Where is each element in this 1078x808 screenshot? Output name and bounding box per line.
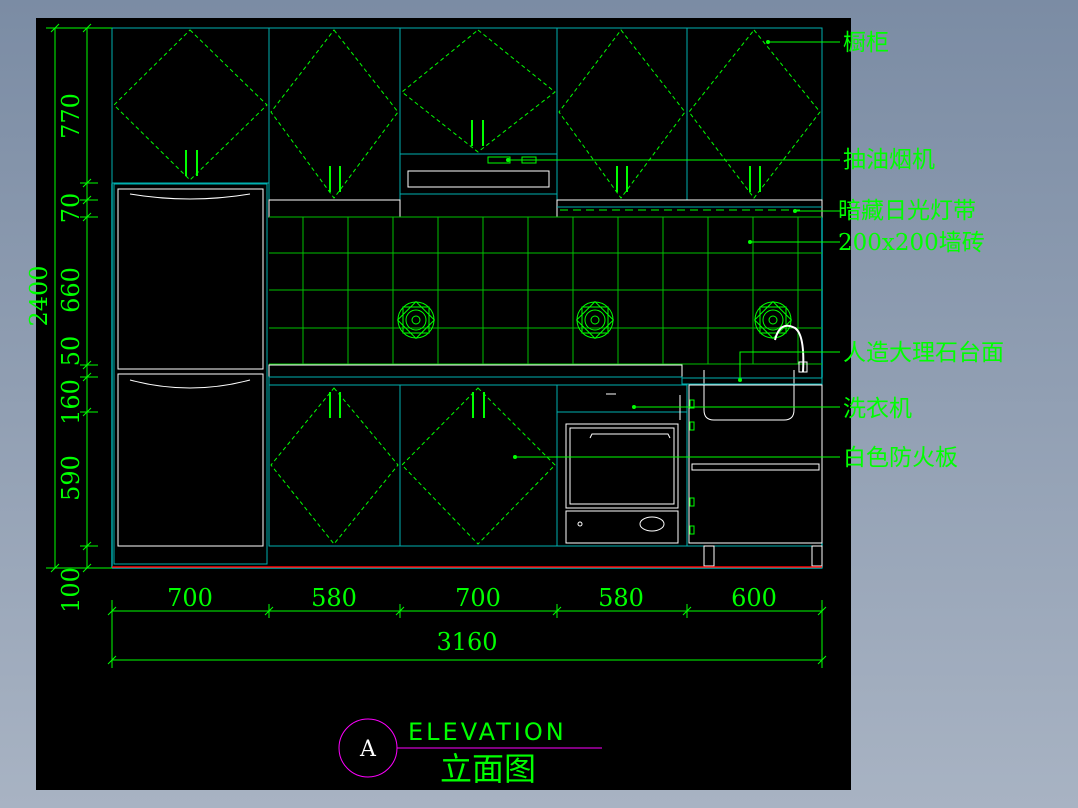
- label-range-hood: 抽油烟机: [843, 147, 935, 173]
- vertical-dimension-lines: [46, 23, 112, 573]
- sink-cabinet: [679, 324, 823, 567]
- dim-height-5: 160: [57, 379, 85, 425]
- lower-door-patterns: [270, 387, 556, 545]
- dim-width-2: 580: [311, 584, 357, 612]
- annotation-labels: 橱柜 抽油烟机 暗藏日光灯带 200x200墙砖 人造大理石台面 洗衣机 白色防…: [838, 30, 1004, 471]
- refrigerator: [113, 183, 268, 565]
- lower-handles: [329, 392, 485, 418]
- door-diamond: [688, 29, 821, 199]
- ornament-tile: [753, 300, 793, 340]
- upper-door-patterns: [113, 29, 821, 199]
- tile-ornaments: [396, 300, 793, 340]
- title-block: A ELEVATION 立面图: [338, 718, 602, 788]
- leader-dots: [506, 40, 797, 459]
- dim-height-2: 70: [57, 193, 85, 224]
- dim-width-4: 580: [598, 584, 644, 612]
- dim-width-5: 600: [731, 584, 777, 612]
- title-english: ELEVATION: [408, 718, 567, 746]
- label-washing-machine: 洗衣机: [843, 396, 912, 422]
- horizontal-dimension-texts: 700 580 700 580 600 3160: [167, 584, 777, 656]
- upper-handles: [185, 120, 761, 192]
- dim-height-1: 770: [57, 93, 85, 139]
- label-fireproof-board: 白色防火板: [843, 445, 958, 471]
- door-diamond: [270, 29, 399, 199]
- dim-height-3: 660: [57, 267, 85, 313]
- label-wall-cabinet: 橱柜: [843, 30, 889, 56]
- washing-machine: [556, 393, 688, 547]
- vertical-dimension-texts: 770 70 660 50 160 590 100 2400: [25, 93, 85, 613]
- door-diamond: [558, 29, 686, 199]
- dim-total-height: 2400: [25, 265, 53, 326]
- horizontal-dimension-lines: [107, 600, 827, 668]
- leaders: [508, 41, 840, 458]
- dim-height-4: 50: [57, 336, 85, 367]
- label-wall-tile: 200x200墙砖: [838, 230, 985, 256]
- door-diamond: [401, 29, 556, 153]
- ornament-tile: [396, 300, 436, 340]
- dim-total-width: 3160: [436, 628, 497, 656]
- tile-grid: [269, 216, 822, 365]
- drawing-canvas: [36, 18, 851, 790]
- dim-width-3: 700: [455, 584, 501, 612]
- dim-height-6: 590: [57, 455, 85, 501]
- label-hidden-light-strip: 暗藏日光灯带: [838, 198, 976, 224]
- label-marble-countertop: 人造大理石台面: [843, 340, 1004, 366]
- title-chinese: 立面图: [440, 750, 536, 788]
- range-hood: [399, 153, 558, 195]
- dim-height-7: 100: [57, 567, 85, 613]
- dim-width-1: 700: [167, 584, 213, 612]
- title-marker-letter: A: [359, 737, 377, 762]
- door-diamond: [113, 29, 268, 181]
- ornament-tile: [575, 300, 615, 340]
